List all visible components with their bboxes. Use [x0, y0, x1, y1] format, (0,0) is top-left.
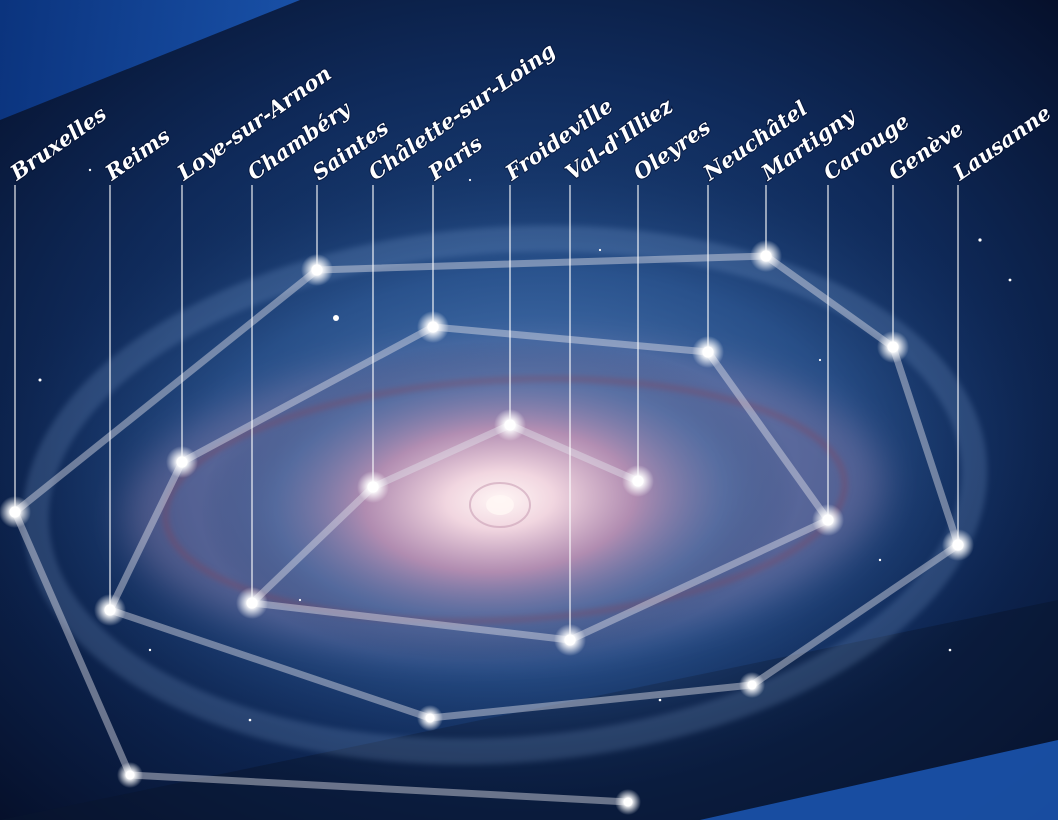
edge-chambery-chalette — [248, 483, 377, 607]
blue-band-bottom — [700, 740, 1058, 820]
star-froideville — [494, 409, 526, 441]
star-s2 — [739, 672, 765, 698]
unlabeled-stars — [117, 672, 765, 815]
edge-s3-s4 — [126, 771, 632, 806]
background-stars — [38, 128, 1012, 722]
labeled-stars — [0, 240, 974, 656]
star-saintes — [301, 254, 333, 286]
label-leaders — [14, 185, 959, 640]
edge-loye-paris — [178, 323, 437, 466]
edge-carouge-valdilliez — [566, 516, 832, 644]
star-reims — [94, 594, 126, 626]
edge-valdilliez-chambery — [248, 599, 574, 644]
star-s1 — [417, 705, 443, 731]
edge-s1-s2 — [426, 681, 756, 722]
galaxy — [0, 138, 1058, 802]
edge-s2-lausanne — [748, 541, 962, 689]
star-neuchatel — [692, 336, 724, 368]
edge-froideville-oleyres — [506, 421, 642, 485]
star-chalette — [357, 471, 389, 503]
edge-geneve-lausanne — [889, 343, 962, 549]
edge-reims-s1 — [106, 606, 434, 722]
edge-loye-reims — [106, 458, 186, 614]
star-lausanne — [942, 529, 974, 561]
star-valdilliez — [554, 624, 586, 656]
star-oleyres — [622, 465, 654, 497]
edge-neuchatel-carouge — [704, 348, 832, 524]
star-paris — [417, 311, 449, 343]
edge-bruxelles-s3 — [11, 508, 134, 779]
star-loye — [166, 446, 198, 478]
blue-band-top — [0, 0, 300, 120]
star-carouge — [812, 504, 844, 536]
star-bruxelles — [0, 496, 31, 528]
edge-chalette-froideville — [369, 421, 514, 491]
edge-martigny-geneve — [762, 252, 897, 351]
constellation-edges — [11, 252, 962, 806]
star-geneve — [877, 331, 909, 363]
edge-saintes-martigny — [313, 252, 770, 274]
star-chambery — [236, 587, 268, 619]
galaxy-dust-lane — [162, 375, 848, 625]
star-martigny — [750, 240, 782, 272]
star-s4 — [615, 789, 641, 815]
edge-bruxelles-saintes — [11, 266, 321, 516]
star-s3 — [117, 762, 143, 788]
